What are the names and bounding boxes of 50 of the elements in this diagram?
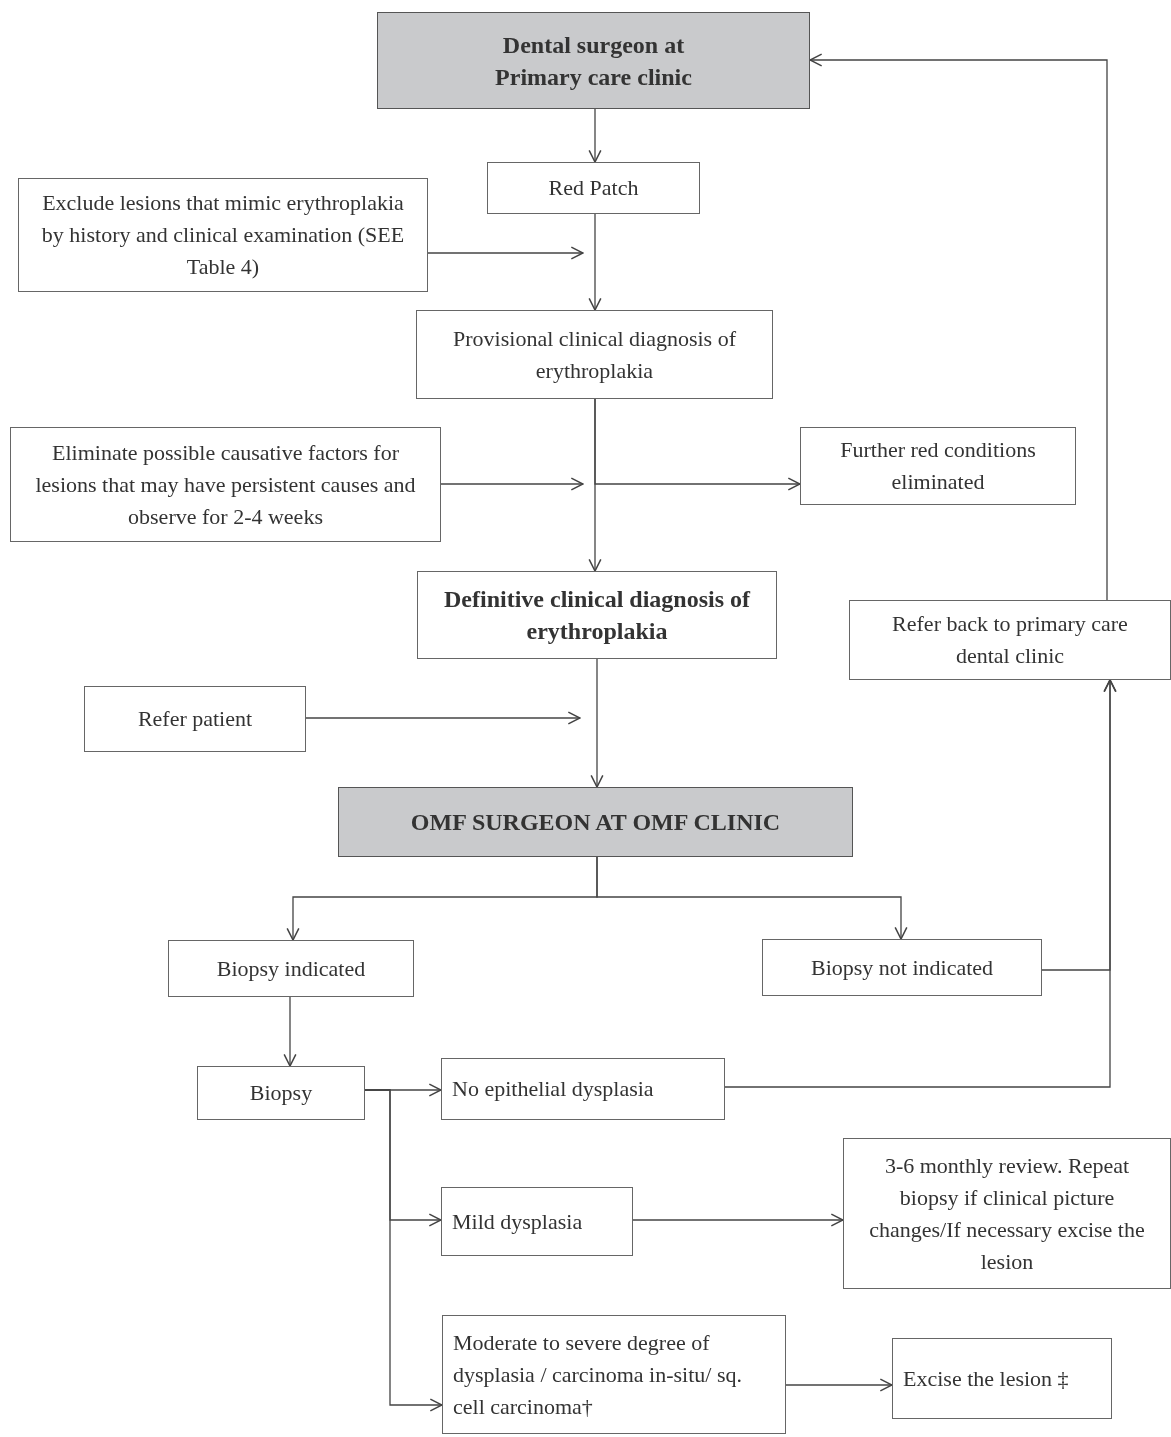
arrow [809, 53, 1108, 601]
process-box [84, 686, 306, 752]
arrow [596, 856, 908, 940]
process-box [762, 939, 1042, 996]
arrow [588, 108, 602, 163]
node-label: Mild dysplasia [452, 1207, 583, 1236]
process-box [197, 1066, 365, 1120]
node-label: Further red conditions eliminated [839, 436, 1037, 496]
process-box [843, 1138, 1171, 1289]
node-label: Definitive clinical diagnosis of erythroplakia [443, 585, 752, 646]
arrow [590, 658, 604, 788]
node-label: Biopsy [249, 1079, 313, 1107]
process-box [800, 427, 1076, 505]
process-box [487, 162, 700, 214]
arrow [427, 246, 584, 260]
node-label: Eliminate possible causative factors for lesions that may have persistent causes and observe for 2-4 weeks [34, 438, 417, 531]
node-label: Dental surgeon at Primary care clinic [494, 30, 693, 92]
process-box [441, 1187, 633, 1256]
process-box [892, 1338, 1112, 1419]
process-box [417, 571, 777, 659]
process-box [441, 1058, 725, 1120]
node-label: Biopsy indicated [216, 954, 366, 983]
process-box [10, 427, 441, 542]
node-label: Refer back to primary care dental clinic [891, 610, 1129, 670]
arrow [785, 1378, 893, 1392]
arrow [594, 398, 801, 491]
arrow [364, 1089, 443, 1412]
process-box [442, 1315, 786, 1434]
node-label: OMF SURGEON AT OMF CLINIC [410, 808, 781, 837]
node-label: Red Patch [548, 174, 639, 202]
node-label: Exclude lesions that mimic erythroplakia by history and clinical examination (SEE Table 4) [40, 189, 406, 281]
header-box [377, 12, 810, 109]
node-label: Biopsy not indicated [810, 953, 994, 982]
process-box [18, 178, 428, 292]
header-box [338, 787, 853, 857]
process-box [849, 600, 1171, 680]
node-label: Provisional clinical diagnosis of erythroplakia [452, 324, 737, 385]
arrow [440, 477, 584, 491]
arrow [305, 711, 581, 725]
arrow [588, 213, 602, 311]
arrow [283, 996, 297, 1067]
node-label: Moderate to severe degree of dysplasia / carcinoma in-situ/ sq. cell carcinoma† [453, 1328, 743, 1421]
node-label: Excise the lesion ‡ [903, 1364, 1069, 1393]
process-box [168, 940, 414, 997]
node-label: No epithelial dysplasia [452, 1075, 654, 1103]
node-label: Refer patient [137, 705, 253, 733]
arrow [632, 1213, 844, 1227]
node-label: 3-6 monthly review. Repeat biopsy if clinical picture changes/If necessary excise the lesion [868, 1151, 1146, 1276]
arrow [724, 679, 1117, 1088]
process-box [416, 310, 773, 399]
